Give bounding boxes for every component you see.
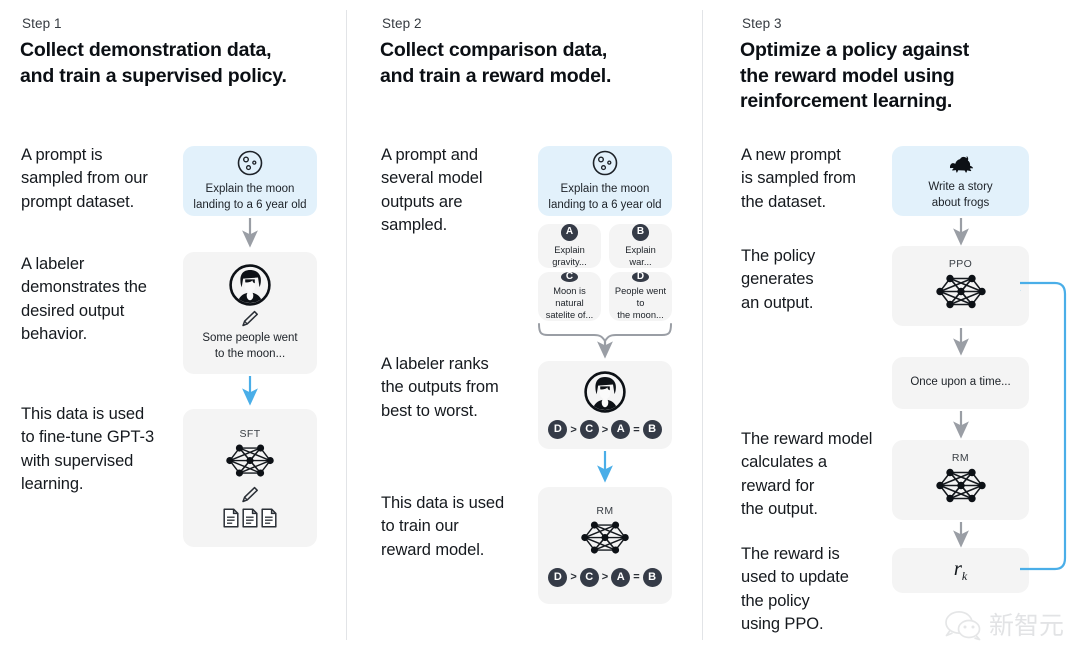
labeler-avatar-icon — [229, 264, 271, 306]
step2-prompt-card[interactable]: Explain the moon landing to a 6 year old — [538, 146, 672, 216]
neural-network-icon — [225, 441, 275, 482]
step1-labeler-text: Some people went to the moon... — [202, 331, 298, 360]
step-3-description-4: The reward is used to update the policy … — [741, 545, 849, 634]
moon-icon — [236, 149, 264, 177]
arrow-prompt-to-labeler — [242, 218, 258, 248]
rank-op-1: > — [570, 423, 577, 436]
rm-rank-op-1: > — [570, 571, 577, 583]
watermark: 新智元 — [942, 609, 1064, 641]
step-2-label: Step 2 — [382, 16, 422, 31]
step-1-column: Step 1 Collect demonstration data, and t… — [0, 0, 360, 655]
step-2-title: Collect comparison data, and train a rew… — [380, 39, 612, 87]
step-3-description-3: The reward model calculates a reward for… — [741, 430, 873, 519]
step1-prompt-card[interactable]: Explain the moon landing to a 6 year old — [183, 146, 317, 216]
step3-rm-label: RM — [951, 452, 970, 464]
step3-prompt-card[interactable]: Write a story about frogs — [892, 146, 1029, 216]
column-divider-1 — [346, 10, 347, 640]
step2-output-option-c[interactable]: C Moon is natural satelite of... — [538, 271, 601, 321]
step1-sft-label: SFT — [239, 427, 261, 440]
step2-output-option-a[interactable]: A Explain gravity... — [538, 224, 601, 268]
step-3-column: Step 3 Optimize a policy against the rew… — [720, 0, 1080, 655]
step2-prompt-text: Explain the moon landing to a 6 year old — [548, 182, 662, 211]
step3-ppo-card[interactable]: PPO — [892, 246, 1029, 326]
arrow-output-to-rm — [953, 411, 969, 439]
step-2-description-2: A labeler ranks the outputs from best to… — [381, 355, 499, 420]
documents-icon — [222, 507, 278, 529]
option-d-text: People went to the moon... — [614, 285, 667, 321]
step3-rm-card[interactable]: RM — [892, 440, 1029, 520]
rank-op-3: = — [633, 423, 640, 436]
option-badge-d: D — [632, 271, 649, 282]
step2-output-option-d[interactable]: D People went to the moon... — [609, 271, 672, 321]
option-a-text: Explain gravity... — [552, 244, 587, 267]
rm-rank-badge-d: D — [548, 567, 568, 587]
rank-badge-b: B — [642, 420, 662, 439]
step3-reward-card[interactable]: rk — [892, 548, 1029, 593]
step1-labeler-card[interactable]: Some people went to the moon... — [183, 252, 317, 374]
rm-rank-badge-b: B — [642, 567, 662, 587]
step2-ranking-card[interactable]: D > C > A = B — [538, 361, 672, 449]
feedback-loop-reward-to-ppo — [1020, 276, 1067, 571]
watermark-text: 新智元 — [988, 610, 1064, 640]
arrow-labeler-to-sft — [242, 376, 258, 406]
step1-sft-card[interactable]: SFT — [183, 409, 317, 547]
rm-rank-op-3: = — [633, 571, 640, 583]
neural-network-icon — [935, 271, 987, 314]
step1-prompt-text: Explain the moon landing to a 6 year old — [193, 182, 307, 211]
brace-outputs-to-ranking — [538, 323, 672, 359]
rm-rank-badge-c: C — [579, 567, 599, 587]
labeler-avatar-icon — [584, 371, 626, 413]
column-divider-2 — [702, 10, 703, 640]
ranking-row: D > C > A = B — [548, 420, 662, 439]
step2-output-option-b[interactable]: B Explain war... — [609, 224, 672, 268]
step-3-title: Optimize a policy against the reward mod… — [740, 39, 970, 113]
step-2-description-3: This data is used to train our reward mo… — [381, 494, 505, 559]
step-2-column: Step 2 Collect comparison data, and trai… — [360, 0, 720, 655]
reward-symbol: rk — [953, 556, 968, 584]
wechat-logo-icon — [942, 609, 982, 641]
step2-rm-card[interactable]: RM D > C > A = B — [538, 487, 672, 604]
option-badge-a: A — [561, 224, 578, 241]
step-1-title: Collect demonstration data, and train a … — [20, 39, 287, 87]
option-badge-b: B — [632, 224, 649, 241]
moon-icon — [591, 149, 619, 177]
step3-output-text: Once upon a time... — [910, 376, 1011, 389]
option-c-text: Moon is natural satelite of... — [545, 285, 594, 321]
step-2-description-1: A prompt and several model outputs are s… — [381, 146, 483, 235]
arrow-ranking-to-rm — [597, 451, 613, 483]
neural-network-icon — [935, 465, 987, 508]
step-3-description-2: The policy generates an output. — [741, 247, 816, 312]
option-b-text: Explain war... — [625, 244, 656, 267]
pencil-icon — [242, 486, 258, 503]
rm-ranking-row: D > C > A = B — [548, 567, 662, 587]
step-3-description-1: A new prompt is sampled from the dataset… — [741, 146, 856, 211]
rank-badge-a: A — [611, 420, 631, 439]
pencil-icon — [242, 310, 258, 327]
step-1-description-1: A prompt is sampled from our prompt data… — [21, 146, 148, 211]
step2-rm-label: RM — [596, 504, 614, 517]
step3-prompt-text: Write a story about frogs — [928, 181, 993, 209]
rank-op-2: > — [601, 423, 609, 436]
rm-rank-op-2: > — [601, 571, 609, 583]
rank-badge-c: C — [579, 420, 599, 439]
step-1-description-2: A labeler demonstrates the desired outpu… — [21, 255, 147, 344]
arrow-prompt-to-ppo — [953, 218, 969, 246]
step-1-description-3: This data is used to fine-tune GPT-3 wit… — [21, 405, 155, 494]
option-badge-c: C — [561, 271, 578, 282]
step-3-label: Step 3 — [742, 16, 782, 31]
arrow-rm-to-reward — [953, 522, 969, 548]
neural-network-icon — [580, 518, 630, 559]
step3-output-card[interactable]: Once upon a time... — [892, 357, 1029, 409]
step-1-label: Step 1 — [22, 16, 62, 31]
step3-ppo-label: PPO — [948, 258, 973, 270]
arrow-ppo-to-output — [953, 328, 969, 356]
rm-rank-badge-a: A — [611, 567, 631, 587]
rank-badge-d: D — [548, 420, 568, 439]
frog-icon — [946, 150, 976, 176]
